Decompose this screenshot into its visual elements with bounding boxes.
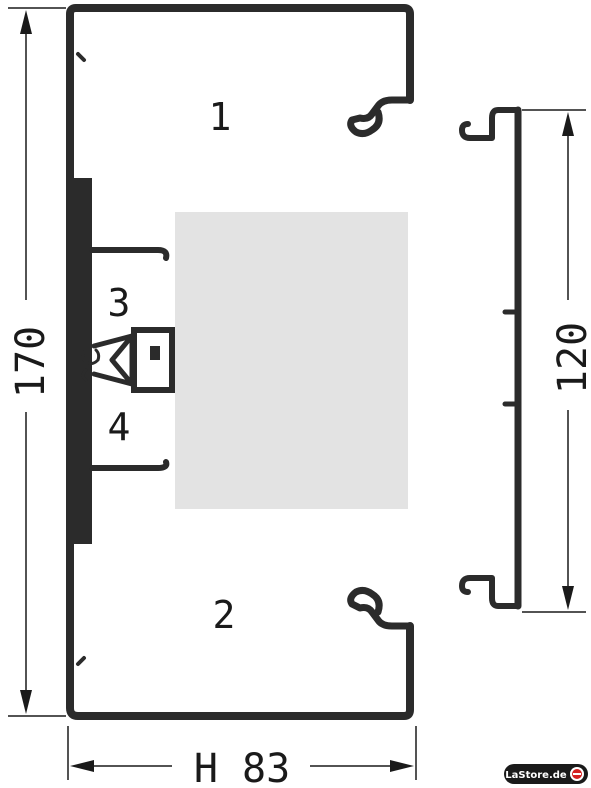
- watermark-badge: LaStore.de: [504, 764, 588, 784]
- cover-dimension-label: 120: [550, 322, 591, 394]
- back-plate: [72, 178, 92, 544]
- cover-profile: [459, 106, 522, 610]
- separator-clamp: [131, 327, 175, 393]
- clamp-core: [150, 346, 160, 360]
- region-label-4: 4: [108, 405, 131, 449]
- cover-dimension: [522, 109, 586, 613]
- region-label-1: 1: [209, 95, 232, 139]
- width-dimension: [67, 726, 417, 780]
- region-label-2: 2: [213, 593, 236, 637]
- region-label-3: 3: [108, 281, 131, 325]
- device-insert-area: [175, 212, 408, 509]
- trunking-base-profile: [66, 4, 414, 720]
- watermark-text: LaStore.de: [505, 770, 567, 781]
- height-dimension-label: 170: [8, 326, 54, 398]
- width-dimension-label: H 83: [194, 746, 290, 788]
- height-dimension: [8, 7, 66, 717]
